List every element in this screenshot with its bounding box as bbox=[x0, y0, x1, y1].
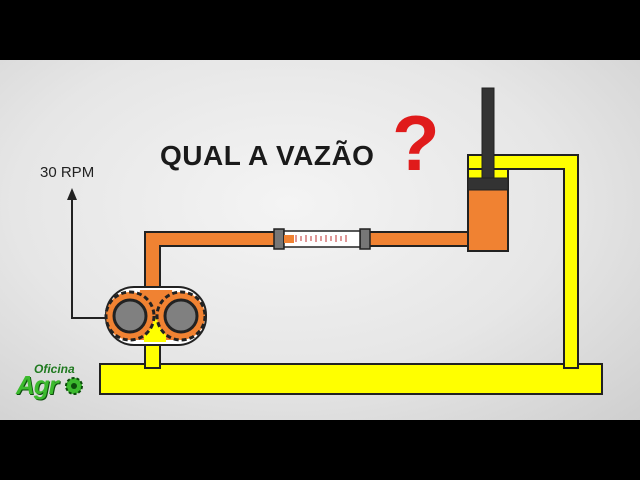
hydraulic-cylinder bbox=[467, 87, 509, 252]
gear-pump bbox=[104, 286, 207, 346]
flowmeter bbox=[273, 228, 371, 250]
letterbox-bottom bbox=[0, 420, 640, 480]
logo-text-oficina: Oficina bbox=[34, 362, 75, 376]
letterbox-top bbox=[0, 0, 640, 60]
pump-gear-right bbox=[155, 290, 207, 342]
logo-text-agro: Agr bbox=[16, 370, 59, 400]
question-mark: ? bbox=[392, 99, 440, 187]
pump-gear-left bbox=[104, 290, 156, 342]
gear-icon bbox=[65, 377, 83, 395]
rpm-arrow bbox=[67, 188, 105, 319]
oil-tank bbox=[99, 363, 603, 395]
question-title: QUAL A VAZÃO bbox=[160, 140, 375, 171]
rpm-label: 30 RPM bbox=[40, 164, 95, 181]
